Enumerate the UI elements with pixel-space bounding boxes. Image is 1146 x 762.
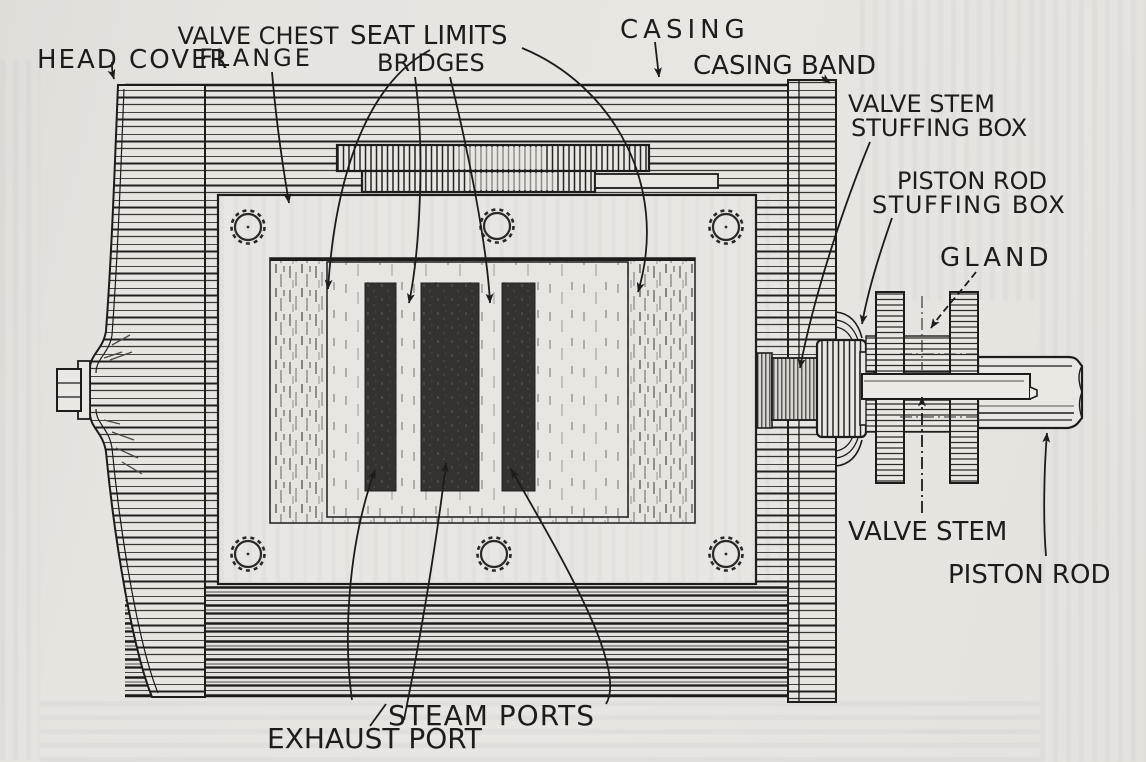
casing-bottom-lagging bbox=[125, 584, 788, 697]
steam-port-right bbox=[501, 282, 536, 492]
head-cover-body bbox=[89, 84, 206, 698]
valve-stem bbox=[861, 373, 1038, 400]
leader-seat-limit-right bbox=[521, 47, 648, 293]
label-seat-limits: SEAT LIMITS bbox=[350, 21, 508, 51]
flange-bolts bbox=[230, 208, 744, 572]
leader-seat-limit-left bbox=[324, 49, 431, 290]
label-valve-stem: VALVE STEM bbox=[848, 517, 1007, 547]
label-valve-stem-sb-1: VALVE STEM bbox=[848, 90, 995, 118]
bolt-circle bbox=[708, 209, 744, 245]
leader-casing-band bbox=[820, 74, 831, 84]
exhaust-port bbox=[420, 282, 480, 492]
label-gland: GLAND bbox=[940, 243, 1053, 273]
label-bridges: BRIDGES bbox=[377, 49, 485, 77]
leader-bridge-left bbox=[407, 76, 422, 304]
head-cover-contour-bottom bbox=[95, 408, 159, 694]
centre-lines bbox=[900, 296, 978, 418]
head-cover-contour-top bbox=[95, 88, 125, 374]
cover-ledge bbox=[594, 173, 719, 189]
valve-stem-gland-nut bbox=[815, 338, 868, 439]
valve-stem-stuffing-box-body bbox=[771, 357, 818, 421]
leader-piston-rod-stuffing-box bbox=[859, 217, 893, 325]
leader-gland bbox=[930, 271, 977, 329]
label-flange: FLANGE bbox=[199, 44, 313, 72]
label-casing: CASING bbox=[620, 15, 750, 45]
piston-rod-break-line bbox=[1078, 365, 1083, 419]
head-cover-bolt bbox=[56, 360, 91, 420]
label-exhaust-port: EXHAUST PORT bbox=[267, 722, 483, 755]
bolt-circle bbox=[708, 536, 744, 572]
steam-port-left bbox=[364, 282, 397, 492]
label-casing-band: CASING BAND bbox=[693, 51, 876, 81]
stuffing-box-assembly bbox=[756, 291, 1084, 484]
head-cover bbox=[56, 84, 206, 698]
leader-tick-steam-ports bbox=[369, 703, 387, 727]
label-valve-stem-sb-2: STUFFING BOX bbox=[851, 114, 1027, 142]
head-cover-shading bbox=[103, 334, 143, 475]
leader-valve-chest-flange bbox=[271, 71, 292, 204]
boss-cap bbox=[756, 352, 773, 429]
label-valve-chest: VALVE CHEST bbox=[177, 22, 338, 50]
label-steam-ports: STEAM PORTS bbox=[388, 699, 595, 732]
leader-steam-port-left bbox=[347, 469, 376, 701]
bolt-circle bbox=[230, 536, 266, 572]
label-head-cover: HEAD COVER bbox=[37, 45, 230, 75]
leader-head-cover bbox=[107, 61, 116, 80]
label-piston-rod-sb-1: PISTON ROD bbox=[897, 167, 1047, 195]
leader-steam-port-right bbox=[510, 468, 612, 705]
figure-labels: HEAD COVER VALVE CHEST FLANGE SEAT LIMIT… bbox=[37, 15, 1110, 755]
valve-chest-flange-plate bbox=[216, 193, 758, 586]
cover-bar-upper-light bbox=[455, 147, 545, 169]
leader-exhaust-port bbox=[403, 462, 449, 721]
leader-piston-rod bbox=[1042, 432, 1051, 557]
valve-stem-end bbox=[1029, 374, 1038, 400]
leader-bridge-right bbox=[449, 76, 494, 304]
label-piston-rod-sb-2: STUFFING BOX bbox=[872, 191, 1066, 219]
bolt-circle bbox=[230, 209, 266, 245]
leader-casing bbox=[653, 41, 662, 78]
leader-valve-stem-stuffing-box bbox=[797, 141, 871, 369]
bolt-circle bbox=[476, 536, 512, 572]
cover-bar-lower-light bbox=[468, 173, 554, 190]
label-piston-rod: PISTON ROD bbox=[948, 560, 1110, 590]
leader-lines bbox=[107, 41, 1051, 727]
